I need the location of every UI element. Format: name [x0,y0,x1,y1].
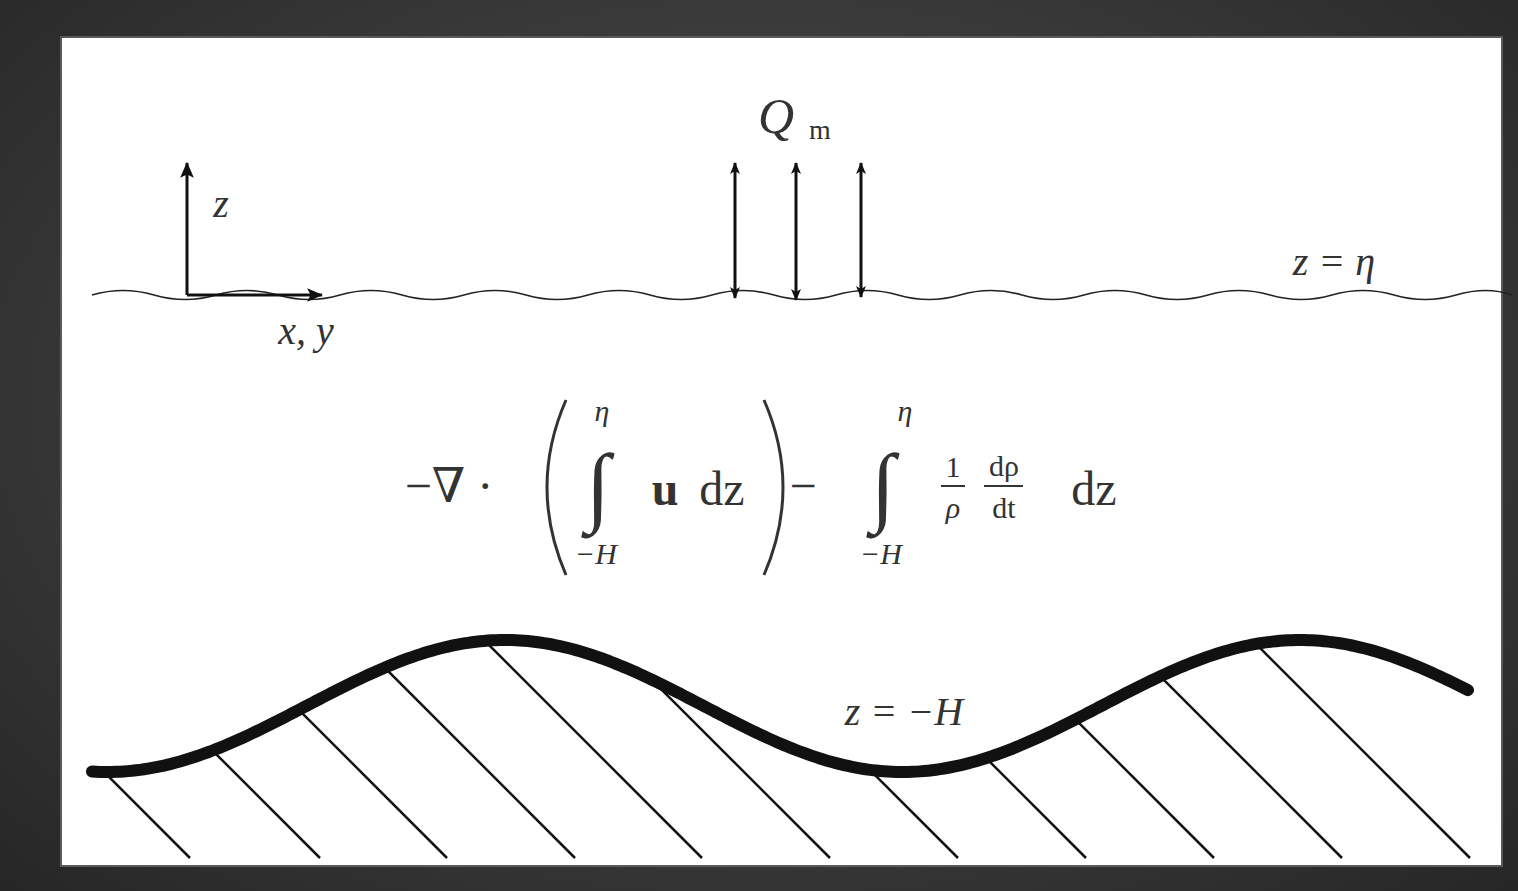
flux-arrow [734,163,737,298]
fraction-bar [941,485,965,487]
subscript: m [809,116,831,144]
seabed [92,640,1470,858]
parenthesis [547,400,566,575]
numerator: dρ [989,451,1019,481]
hatch-line [870,770,958,858]
flux-arrow [795,163,798,300]
integral-limit: η [595,396,610,426]
integral-sign: ∫ [586,442,610,530]
numerator: 1 [946,452,961,482]
symbol: Q [758,91,794,141]
x-axis [187,294,322,297]
integral-limit: η [898,396,913,426]
fraction-bar [984,485,1023,487]
operator: − [789,462,816,510]
hatch-line [213,751,320,858]
integral-sign: ∫ [871,442,895,530]
denominator: dt [992,493,1015,523]
denominator: ρ [946,493,960,523]
operator: −∇ · [405,462,494,510]
differential: dz [699,465,744,513]
differential: dz [1071,465,1116,513]
hatch-line [986,758,1086,858]
hatch-line [652,680,830,858]
hatch-line [485,641,702,858]
parenthesis [764,400,783,575]
boundary-label: z = −H [845,692,963,732]
hatch-line [104,772,190,858]
integral-limit: −H [860,539,902,569]
axis-label: z [213,184,229,224]
z-axis [186,163,189,295]
hatch-line [299,710,447,858]
hatch-line [1075,719,1214,858]
hatch-line [385,668,575,858]
frame [61,37,1502,866]
seabed-line [92,640,1468,772]
flux-arrow [860,163,863,297]
sea-surface [92,291,1512,300]
boundary-label: z = η [1293,242,1375,282]
axis-label: x, y [278,311,334,351]
velocity-symbol: u [652,465,679,513]
integral-limit: −H [575,539,617,569]
